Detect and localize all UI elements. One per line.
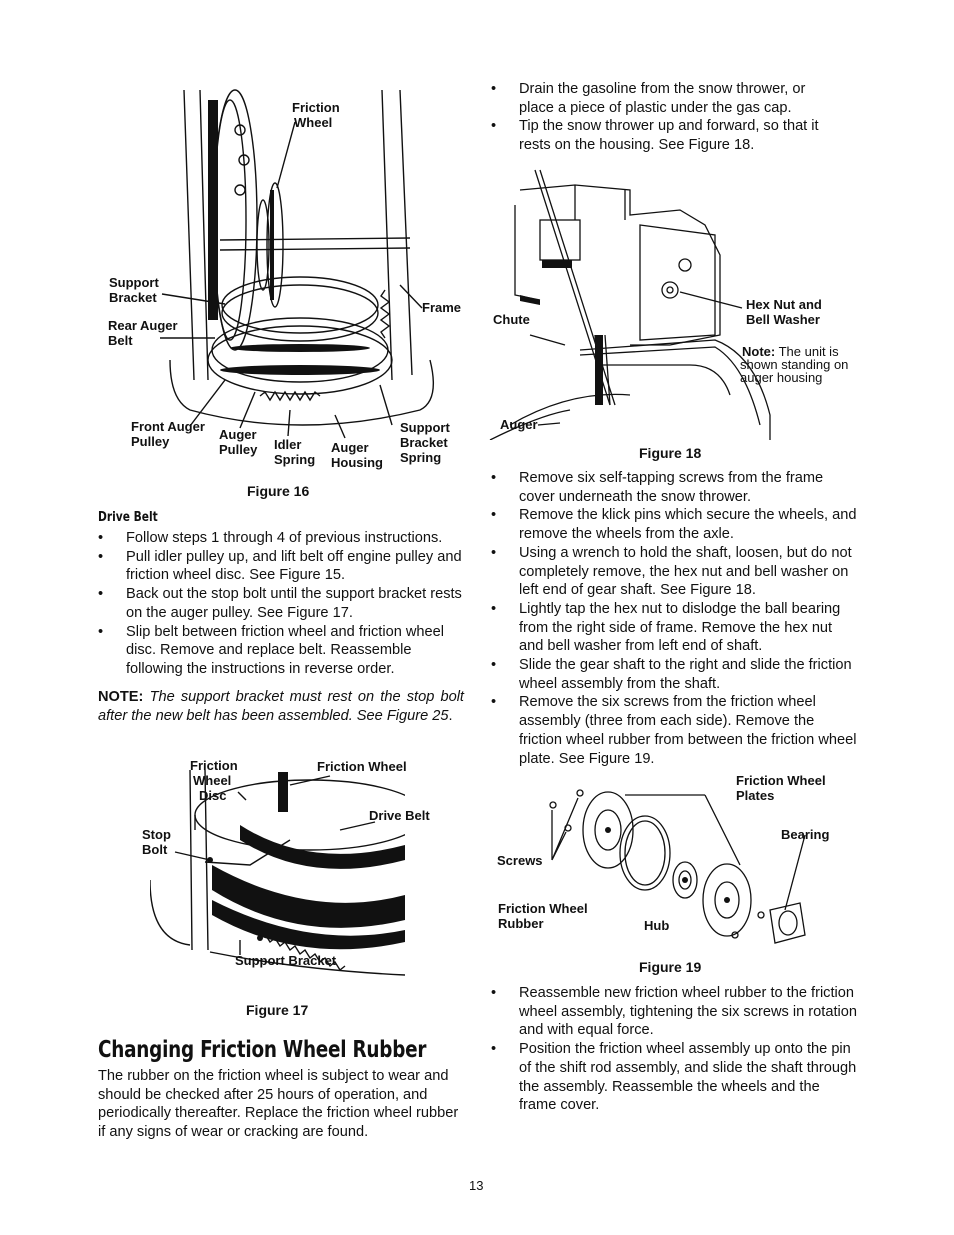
fig18-note-3: auger housing (740, 370, 823, 385)
fig18-note-2: shown standing on (740, 357, 849, 372)
figure-17-illustration (150, 770, 405, 985)
label-auger-pulley-l1: Auger (219, 427, 257, 442)
label-rear-auger-belt-l1: Rear Auger (108, 318, 178, 333)
label-sbs-l3: Spring (400, 450, 442, 465)
figure-18-note: Note: The unit is shown standing on auge… (740, 345, 848, 384)
list-item: Drain the gasoline from the snow thrower… (491, 80, 841, 117)
label-frame: Frame (422, 300, 462, 315)
label-auger: Auger (500, 417, 538, 432)
label-support-bracket-l1: Support (109, 275, 159, 290)
label-hex-nut-l1: Hex Nut and (746, 297, 822, 312)
label-bearing: Bearing (781, 827, 830, 842)
list-item: Pull idler pulley up, and lift belt off … (98, 548, 466, 585)
list-item: Position the friction wheel assembly up … (491, 1040, 859, 1115)
label-hub: Hub (644, 918, 670, 933)
list-item: Using a wrench to hold the shaft, loosen… (491, 544, 857, 600)
label-fwd-l2: Wheel (193, 773, 232, 788)
label-screws: Screws (497, 853, 543, 868)
figure-18-illustration (480, 165, 780, 440)
label-sbs-l1: Support (400, 420, 450, 435)
drive-belt-heading: Drive Belt (98, 510, 158, 525)
label-sbs-l2: Bracket (400, 435, 448, 450)
page-number: 13 (469, 1178, 484, 1193)
figure-17-caption: Figure 17 (246, 1002, 309, 1018)
list-item: Slip belt between friction wheel and fri… (98, 623, 466, 679)
figure-19-illustration (540, 785, 820, 945)
note-end: . (448, 707, 453, 724)
list-item: Remove the klick pins which secure the w… (491, 506, 857, 543)
drive-belt-steps: Follow steps 1 through 4 of previous ins… (98, 529, 466, 679)
list-item: Back out the stop bolt until the support… (98, 585, 466, 622)
fig18-note-1: The unit is (775, 344, 839, 359)
section-intro: The rubber on the friction wheel is subj… (98, 1068, 459, 1141)
label-support-bracket-17: Support Bracket (235, 953, 337, 968)
label-chute: Chute (493, 312, 530, 327)
label-friction-wheel-l1: Friction (292, 100, 340, 115)
label-plates-l2: Plates (736, 788, 775, 803)
label-friction-wheel-17: Friction Wheel (317, 759, 407, 774)
list-item: Remove six self-tapping screws from the … (491, 469, 857, 506)
label-rubber-l2: Rubber (498, 916, 544, 931)
list-item: Tip the snow thrower up and forward, so … (491, 117, 841, 154)
label-support-bracket-l2: Bracket (109, 290, 157, 305)
list-item: Lightly tap the hex nut to dislodge the … (491, 600, 857, 656)
label-rubber-l1: Friction Wheel (498, 901, 588, 916)
list-item: Reassemble new friction wheel rubber to … (491, 984, 859, 1040)
label-idler-spring-l2: Spring (274, 452, 316, 467)
note-text: The support bracket must rest on the sto… (98, 689, 464, 724)
label-stop-bolt-l2: Bolt (142, 842, 168, 857)
label-auger-housing-l1: Auger (331, 440, 369, 455)
label-idler-spring-l1: Idler (274, 437, 302, 452)
reassembly-steps: Reassemble new friction wheel rubber to … (491, 984, 859, 1115)
label-rear-auger-belt-l2: Belt (108, 333, 133, 348)
drive-belt-note: NOTE: The support bracket must rest on t… (98, 688, 464, 725)
label-auger-housing-l2: Housing (331, 455, 383, 470)
note-label: NOTE: (98, 689, 144, 705)
label-front-auger-pulley-l2: Pulley (131, 434, 170, 449)
figure-18-caption: Figure 18 (639, 445, 702, 461)
section-heading: Changing Friction Wheel Rubber (98, 1037, 427, 1063)
fig18-note-label: Note: (742, 344, 776, 359)
label-plates-l1: Friction Wheel (736, 773, 826, 788)
label-hex-nut-l2: Bell Washer (746, 312, 820, 327)
figure-16-caption: Figure 16 (247, 483, 310, 499)
label-stop-bolt-l1: Stop (142, 827, 171, 842)
label-fwd-l1: Friction (190, 758, 238, 773)
list-item: Remove the six screws from the friction … (491, 693, 857, 768)
label-front-auger-pulley-l1: Front Auger (131, 419, 205, 434)
prep-steps: Drain the gasoline from the snow thrower… (491, 80, 841, 155)
label-fwd-l3: Disc (199, 788, 227, 803)
figure-19-caption: Figure 19 (639, 959, 702, 975)
label-drive-belt: Drive Belt (369, 808, 430, 823)
label-friction-wheel-l2: Wheel (294, 115, 333, 130)
list-item: Slide the gear shaft to the right and sl… (491, 656, 857, 693)
figure-16-illustration (160, 80, 450, 480)
removal-steps: Remove six self-tapping screws from the … (491, 469, 857, 768)
label-auger-pulley-l2: Pulley (219, 442, 258, 457)
list-item: Follow steps 1 through 4 of previous ins… (98, 529, 466, 548)
